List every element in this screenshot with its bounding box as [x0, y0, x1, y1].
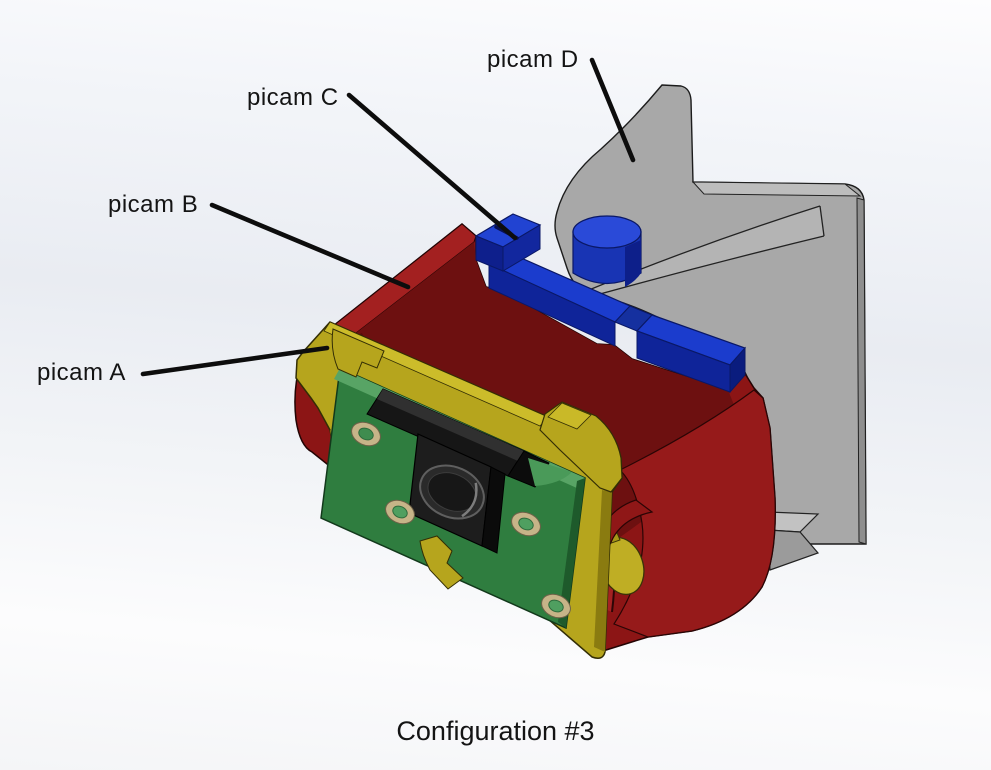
frame-front-tabs — [331, 328, 623, 590]
screw-ring-top-left — [351, 421, 381, 447]
clamp-bar-front — [488, 263, 616, 347]
leader-line-picam-c — [346, 92, 518, 241]
part-picam-c-clamp — [474, 213, 747, 394]
label-picam-c: picam C — [247, 84, 339, 111]
leader-line-picam-b — [209, 202, 411, 290]
clamp-tab-front — [475, 235, 504, 272]
label-picam-b: picam B — [108, 191, 199, 218]
frame-top-band — [323, 321, 549, 427]
lens-barrel — [419, 464, 485, 520]
figure-caption: Configuration #3 — [396, 716, 595, 746]
frame-knuckle-top-right — [539, 401, 623, 493]
pcb-connector-top — [377, 389, 524, 461]
pcb-right-edge — [558, 478, 585, 628]
camera-pcb — [320, 366, 586, 630]
screw-ring-mid-right — [511, 511, 541, 537]
bracket-right-edge — [856, 197, 867, 545]
clamp-platform-right — [729, 346, 746, 394]
label-picam-a: picam A — [37, 359, 126, 386]
leader-line-picam-a — [140, 345, 330, 377]
leader-lines — [140, 57, 636, 377]
frame-right-face — [594, 490, 612, 652]
lens-mount-side — [481, 466, 506, 554]
bracket-top-face — [691, 181, 862, 197]
frame-corner-tab-top-left — [331, 328, 385, 378]
lens-highlight — [461, 482, 478, 518]
screw-ring-mid-left — [385, 499, 415, 525]
pcb-light-wedge — [528, 458, 572, 486]
screw-ring-bottom-right — [541, 593, 571, 619]
label-picam-d: picam D — [487, 46, 579, 73]
bracket-band-step — [819, 205, 825, 237]
leader-line-picam-d — [589, 57, 636, 163]
frame-notch-tab-bottom — [419, 535, 464, 590]
frame-knuckle-top-face — [547, 402, 592, 430]
clamp-post-shadow — [625, 240, 641, 287]
bracket-band-lower-curve — [570, 235, 825, 303]
clamp-post-top — [572, 215, 642, 249]
